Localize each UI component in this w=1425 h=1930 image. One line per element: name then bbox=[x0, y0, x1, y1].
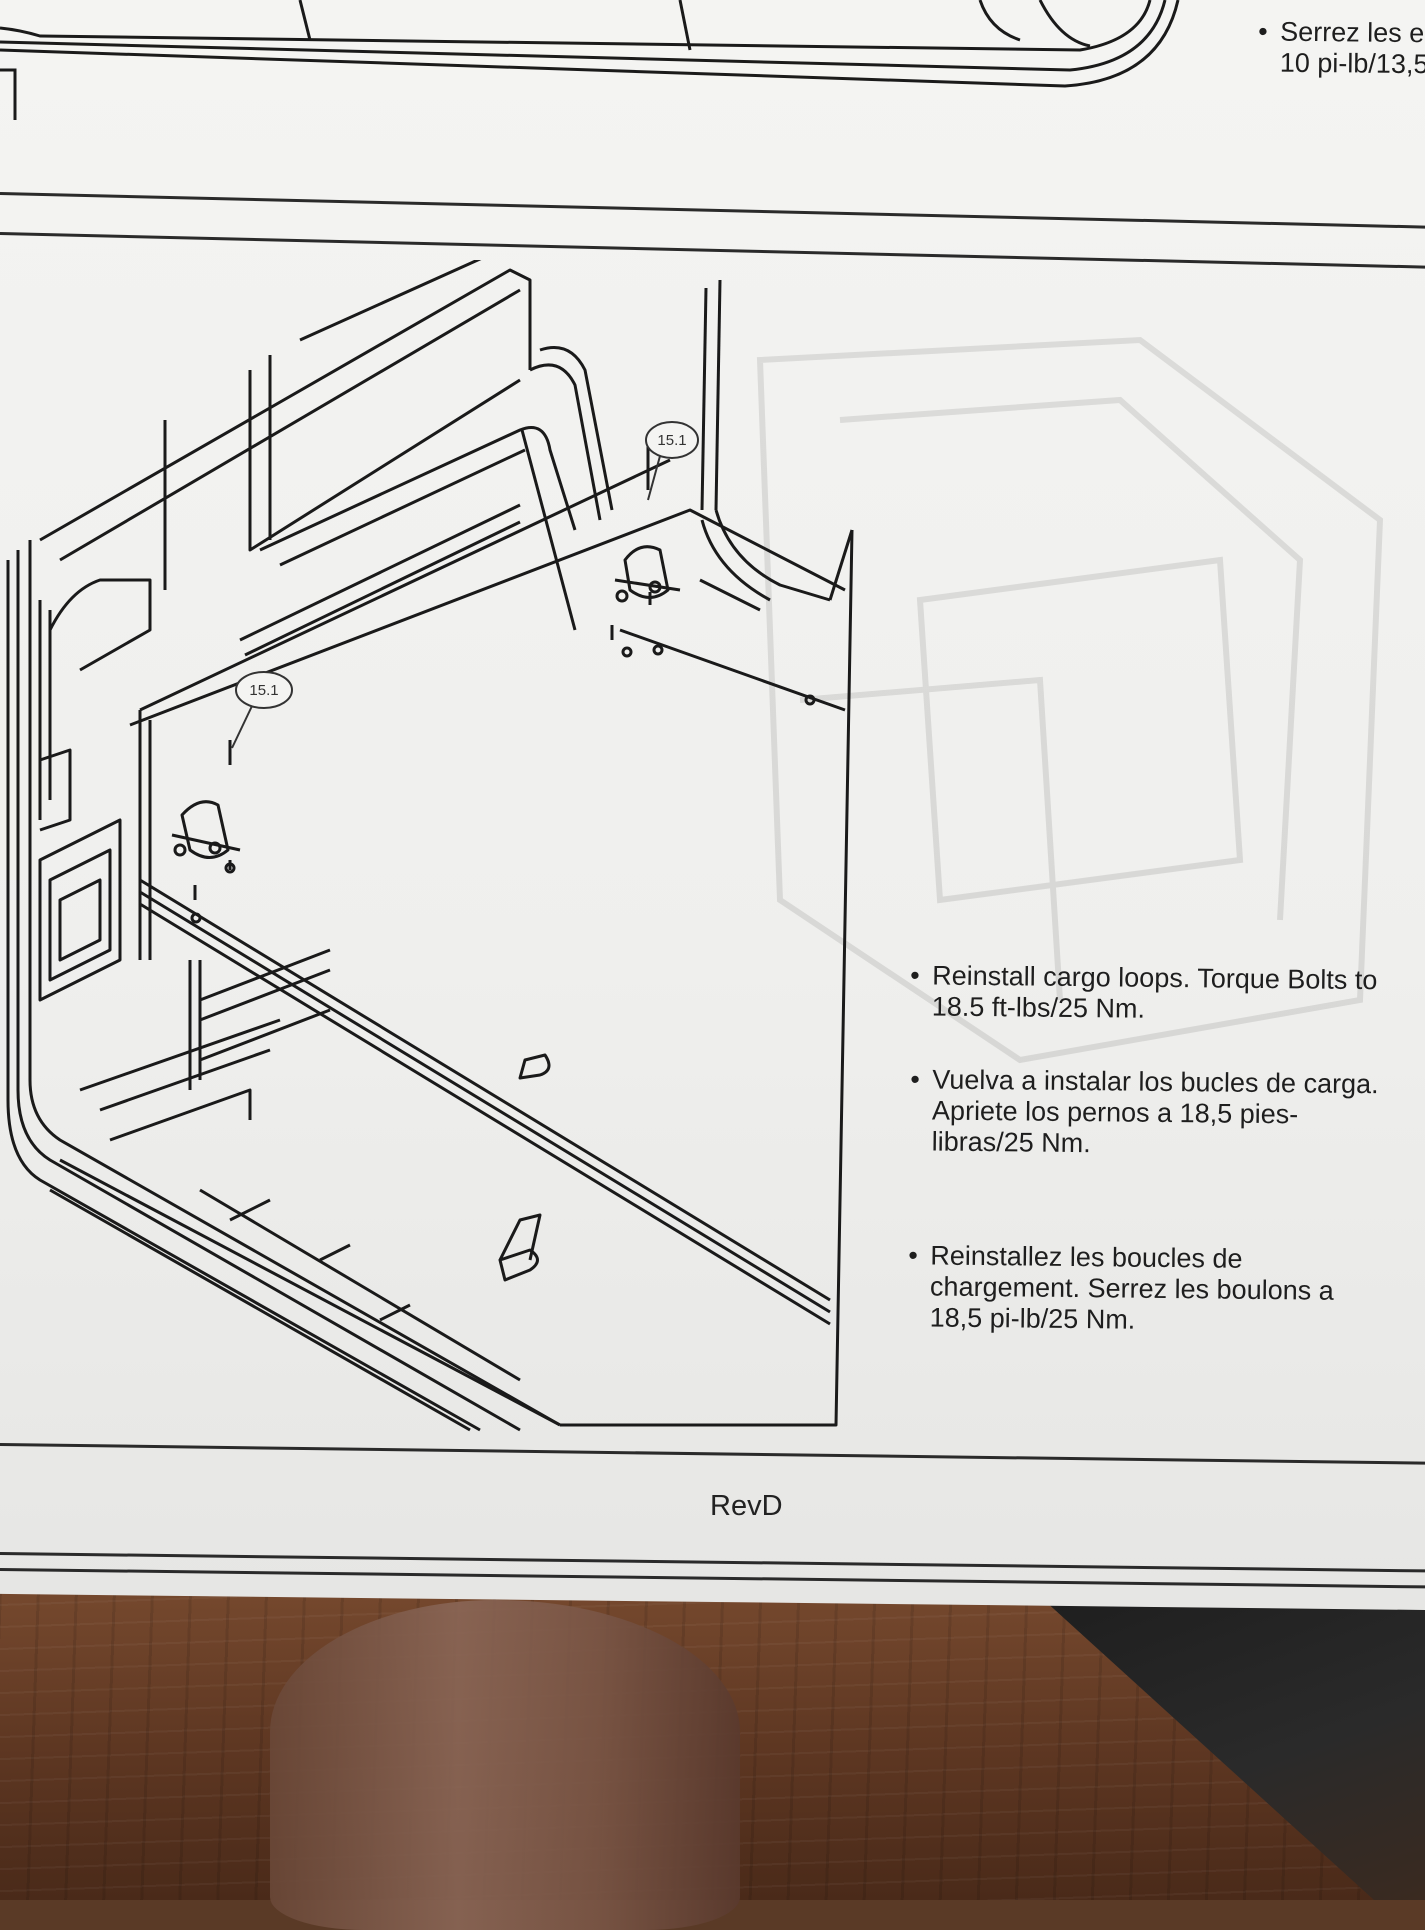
top-figure-fragment bbox=[0, 0, 1180, 120]
top-bullet-line-2: 10 pi-lb/13,5 bbox=[1279, 47, 1425, 80]
foot-background bbox=[270, 1600, 740, 1930]
french-line-3: 18,5 pi-lb/25 Nm. bbox=[929, 1302, 1136, 1335]
footer-rule-1 bbox=[0, 1552, 1425, 1573]
section-rule-lower bbox=[0, 1443, 1425, 1465]
instruction-english: Reinstall cargo loops. Torque Bolts to 1… bbox=[910, 960, 1425, 1027]
instruction-french: Reinstallez les boucles de chargement. S… bbox=[908, 1240, 1425, 1338]
section-rule-upper bbox=[0, 192, 1425, 229]
top-instruction-fragment: Serrez les e 10 pi-lb/13,5 bbox=[1258, 16, 1425, 81]
footer-rule-2 bbox=[0, 1568, 1425, 1589]
callout-upper: 15.1 bbox=[645, 421, 699, 501]
top-bullet-line-1: Serrez les e bbox=[1280, 16, 1425, 49]
callout-lower: 15.1 bbox=[231, 671, 293, 749]
spanish-line-2: Apriete los pernos a 18,5 pies- bbox=[931, 1095, 1299, 1130]
instruction-spanish: Vuelva a instalar los bucles de carga. A… bbox=[910, 1064, 1425, 1162]
french-line-2: chargement. Serrez les boulons a bbox=[929, 1271, 1334, 1306]
instruction-sheet: Serrez les e 10 pi-lb/13,5 bbox=[0, 0, 1425, 1610]
english-line-1: Reinstall cargo loops. Torque Bolts to bbox=[932, 960, 1378, 996]
callout-upper-label: 15.1 bbox=[657, 432, 686, 449]
cargo-area-diagram: 15.1 15.1 bbox=[6, 260, 854, 1432]
english-line-2: 18.5 ft-lbs/25 Nm. bbox=[931, 991, 1146, 1024]
french-line-1: Reinstallez les boucles de bbox=[930, 1240, 1243, 1274]
spanish-line-3: libras/25 Nm. bbox=[931, 1126, 1091, 1159]
revision-label: RevD bbox=[710, 1490, 783, 1522]
spanish-line-1: Vuelva a instalar los bucles de carga. bbox=[932, 1064, 1379, 1100]
callout-lower-label: 15.1 bbox=[249, 682, 278, 699]
